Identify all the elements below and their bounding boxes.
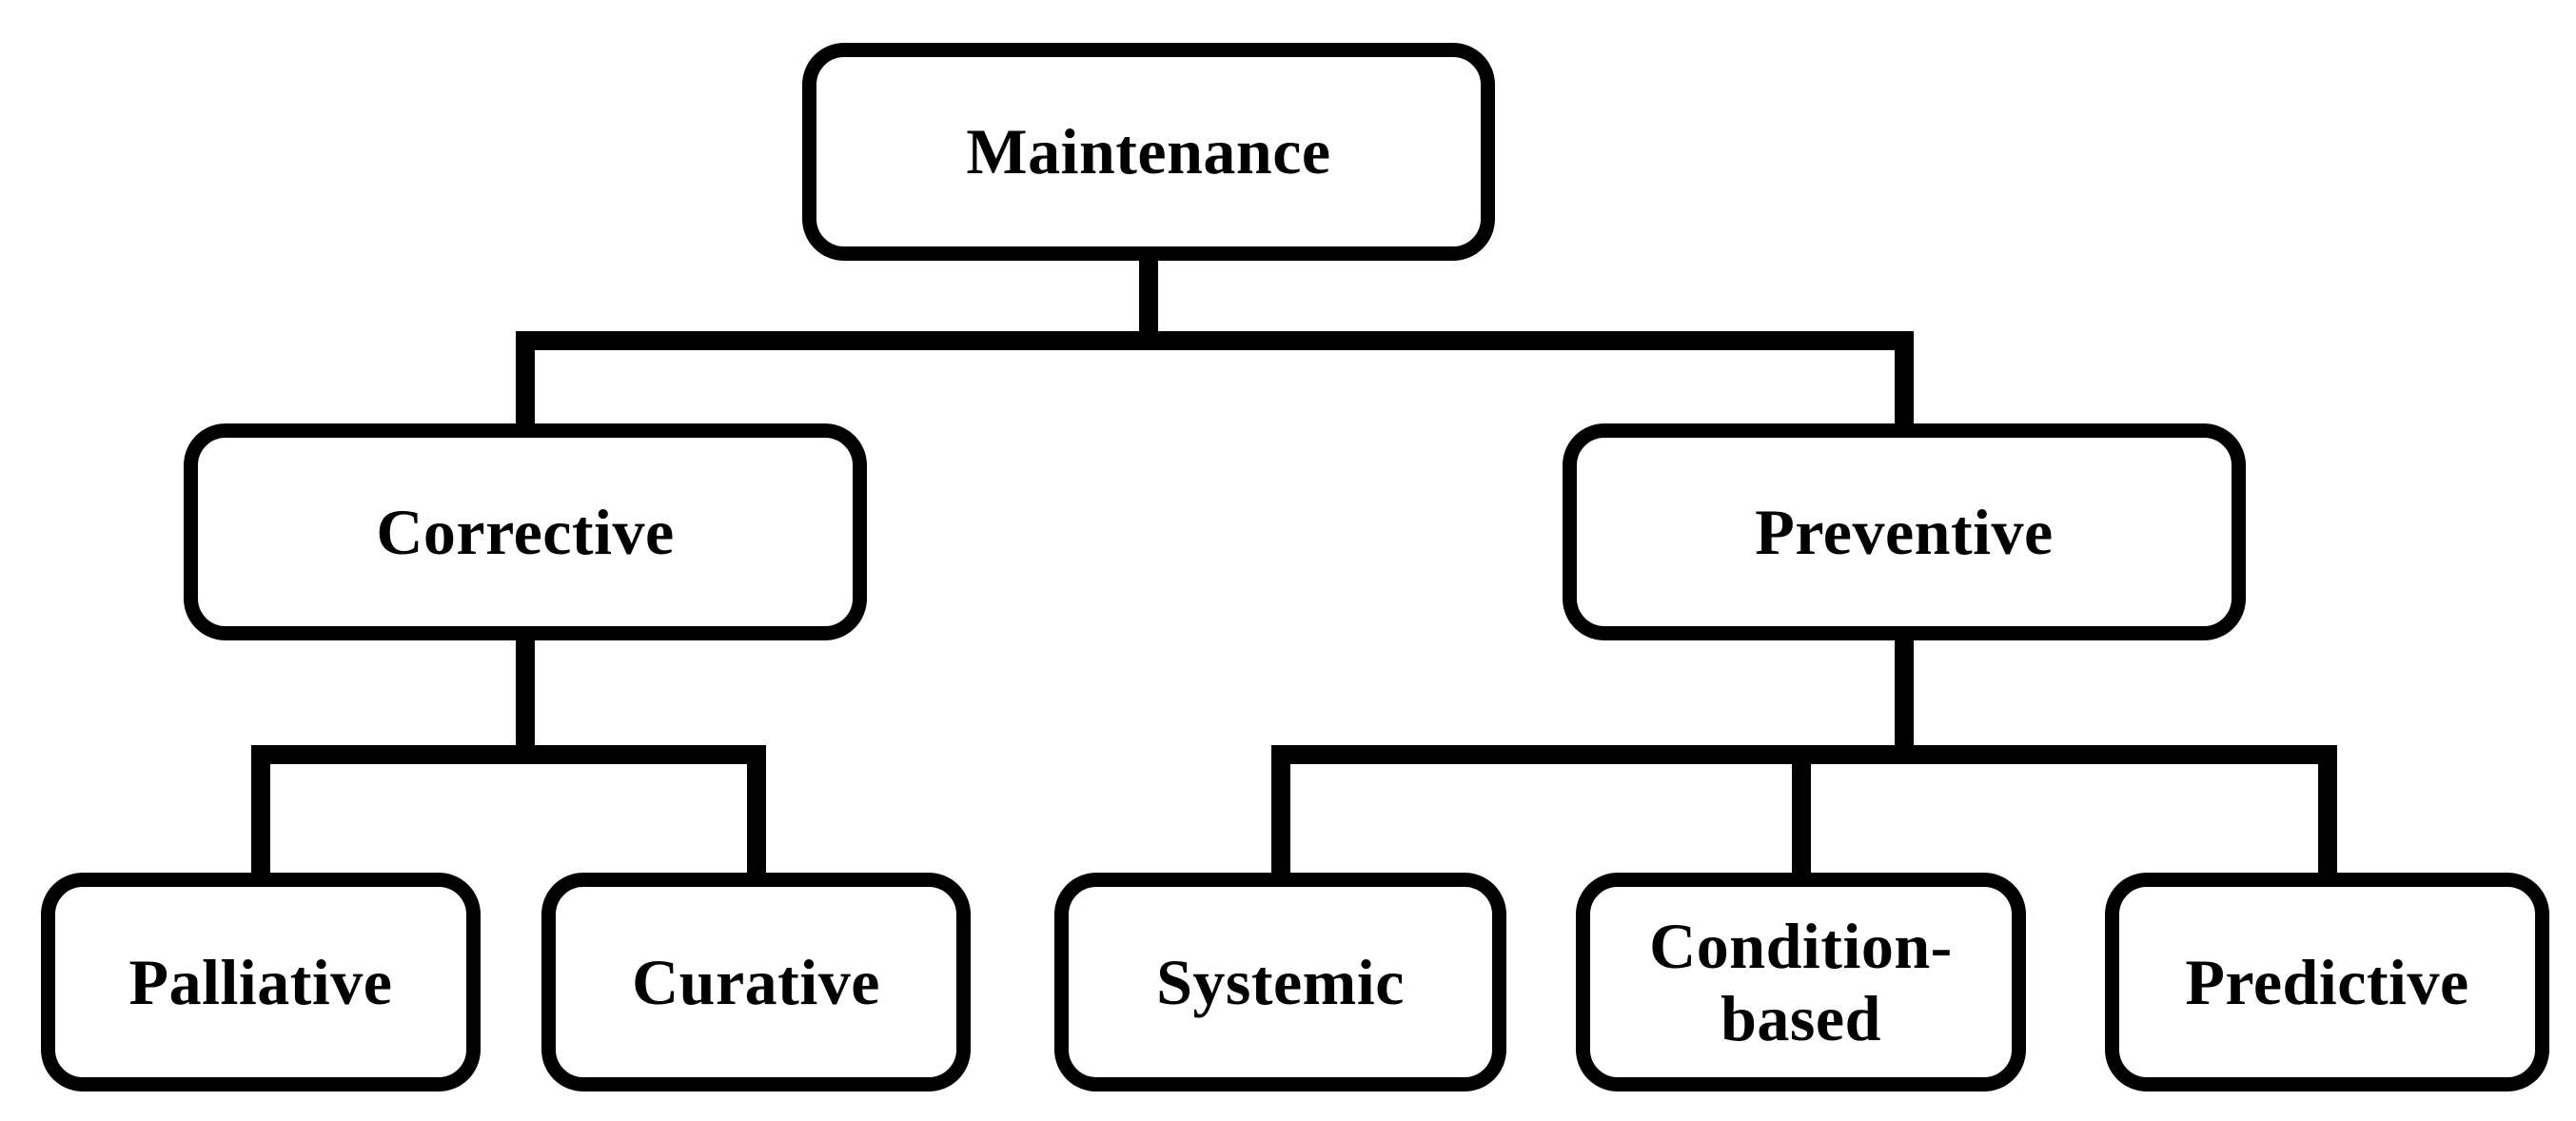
node-curative-label: Curative bbox=[632, 945, 880, 1018]
node-palliative: Palliative bbox=[41, 873, 481, 1092]
node-maintenance-label: Maintenance bbox=[966, 115, 1331, 188]
connector-level1-bar bbox=[516, 331, 1914, 350]
connector-preventive-stub bbox=[1895, 631, 1914, 755]
connector-drop-corrective bbox=[516, 331, 535, 433]
node-predictive: Predictive bbox=[2105, 873, 2549, 1092]
node-preventive: Preventive bbox=[1563, 423, 2246, 640]
node-preventive-label: Preventive bbox=[1755, 495, 2054, 568]
node-condition-based: Condition-based bbox=[1576, 873, 2026, 1092]
connector-drop-preventive bbox=[1895, 331, 1914, 433]
connector-drop-palliative bbox=[251, 745, 270, 878]
node-palliative-label: Palliative bbox=[128, 945, 393, 1018]
connector-drop-condition-based bbox=[1792, 745, 1811, 878]
connector-corrective-bar bbox=[251, 745, 766, 764]
connector-drop-predictive bbox=[2318, 745, 2337, 878]
node-predictive-label: Predictive bbox=[2185, 945, 2469, 1018]
node-systemic-label: Systemic bbox=[1156, 945, 1405, 1018]
connector-root-stub bbox=[1139, 255, 1158, 350]
node-maintenance: Maintenance bbox=[802, 43, 1495, 261]
connector-corrective-stub bbox=[516, 631, 535, 755]
node-condition-based-label: Condition-based bbox=[1649, 909, 1953, 1054]
node-corrective: Corrective bbox=[184, 423, 867, 640]
node-systemic: Systemic bbox=[1054, 873, 1506, 1092]
node-curative: Curative bbox=[541, 873, 971, 1092]
connector-drop-systemic bbox=[1271, 745, 1290, 878]
connector-drop-curative bbox=[747, 745, 766, 878]
node-corrective-label: Corrective bbox=[376, 495, 675, 568]
